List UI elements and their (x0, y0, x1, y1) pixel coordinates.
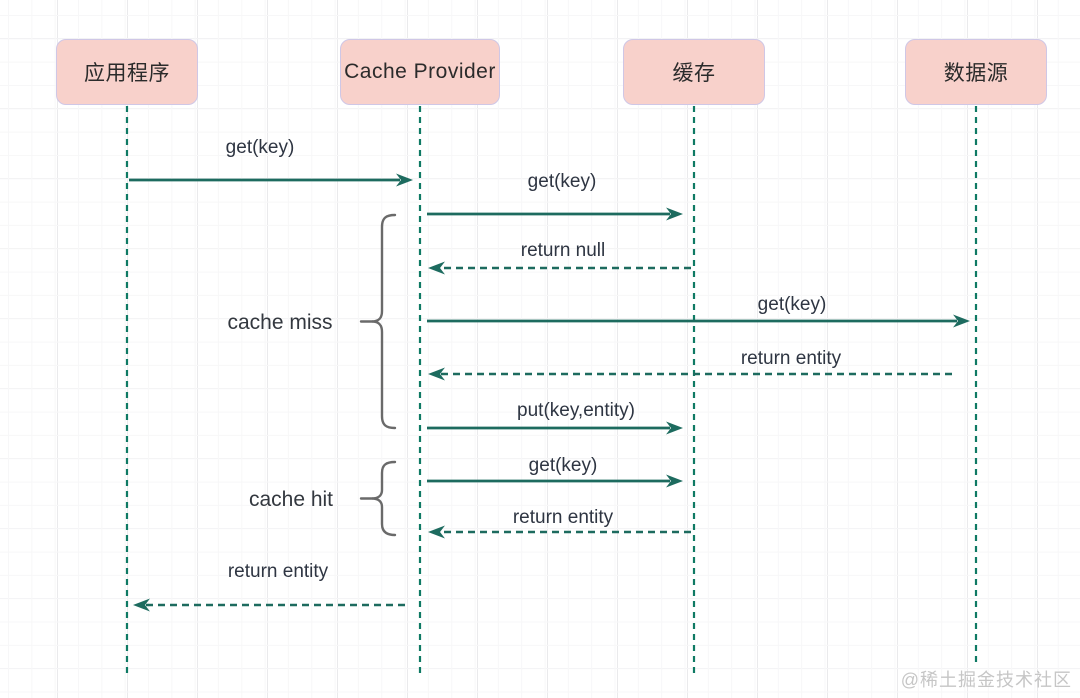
group-braces (359, 213, 397, 537)
arrowhead (666, 421, 683, 435)
lifelines (125, 106, 978, 675)
arrowhead (428, 261, 445, 275)
message-label-put-key-entity: put(key,entity) (517, 400, 635, 421)
message-label-return-entity-1: return entity (740, 348, 842, 369)
call-arrows (129, 178, 957, 483)
message-label-get-key-4: get(key) (528, 455, 598, 476)
arrowhead (428, 525, 445, 539)
actor-label: 缓存 (672, 62, 716, 85)
actor-box-data-source: 数据源 (905, 39, 1047, 105)
arrowhead (666, 207, 683, 221)
brace-cache-miss (371, 213, 397, 430)
group-label-cache-hit: cache hit (248, 488, 334, 511)
message-label-return-entity-3: return entity (227, 561, 329, 582)
arrowhead (396, 173, 413, 187)
return-arrows (146, 266, 952, 607)
actor-box-cache: 缓存 (623, 39, 765, 105)
actor-label: Cache Provider (344, 60, 496, 83)
message-label-get-key-2: get(key) (527, 171, 597, 192)
message-label-return-entity-2: return entity (512, 507, 614, 528)
arrowheads (133, 173, 970, 612)
actor-label: 应用程序 (84, 62, 170, 85)
arrowhead (666, 474, 683, 488)
message-label-get-key-3: get(key) (757, 294, 827, 315)
arrowhead (428, 367, 445, 381)
message-label-get-key-1: get(key) (225, 137, 295, 158)
watermark: @稀土掘金技术社区 (900, 670, 1072, 690)
brace-cache-hit (371, 460, 397, 537)
arrowhead (133, 598, 150, 612)
actor-box-cache-provider: Cache Provider (340, 39, 500, 105)
actor-label: 数据源 (943, 62, 1009, 85)
message-label-return-null: return null (520, 240, 606, 261)
group-label-cache-miss: cache miss (227, 311, 333, 334)
actor-box-app: 应用程序 (56, 39, 198, 105)
arrowhead (953, 314, 970, 328)
